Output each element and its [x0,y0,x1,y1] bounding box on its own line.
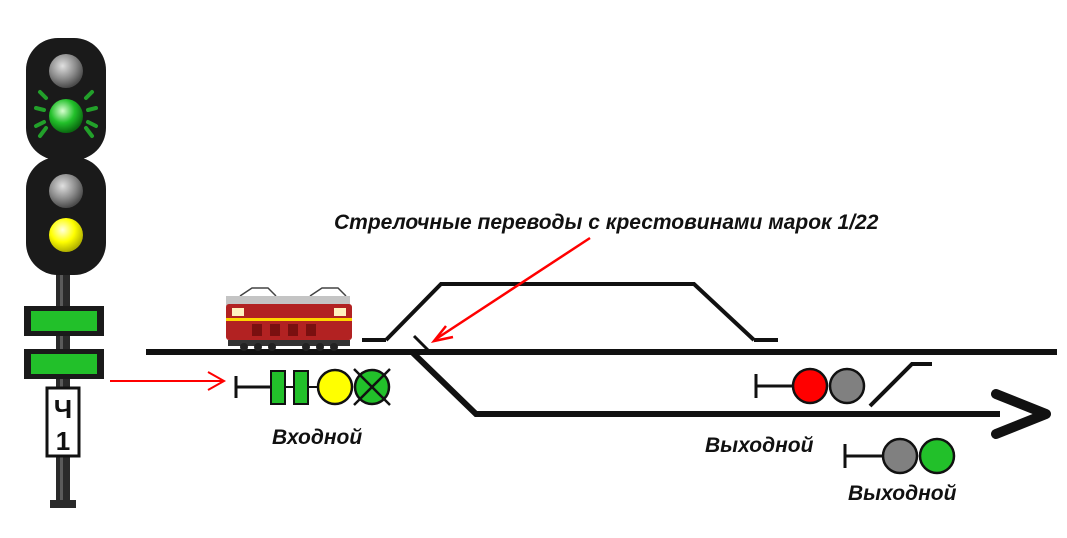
lower-signal-head [26,157,106,275]
tracks [146,282,1057,417]
mast-signal: Ч 1 [24,38,106,508]
pointer-arrow [110,371,227,391]
signal-plate [45,386,81,458]
annotation-arrow [430,236,591,343]
upper-lamp-green [49,99,83,133]
entry-green-bar-2 [293,370,309,405]
direction-arrow-icon [991,389,1051,439]
entry-green-bar-1 [270,370,286,405]
exit-signal-1 [754,367,866,405]
flashing-rays-icon [34,90,98,138]
signal-mast-base [50,500,76,508]
signal-plate-number: 1 [56,426,70,456]
exit2-lamp-off [881,437,919,475]
entry-lamp-yellow [316,368,354,406]
exit-signal-1-label: Выходной [705,434,814,457]
upper-siding-track [384,282,756,342]
exit-branch-track [868,362,932,408]
exit-signal-2 [843,437,956,475]
lower-lamp-off [49,174,83,208]
exit1-lamp-off [828,367,866,405]
exit-signal-2-label: Выходной [848,482,957,505]
flashing-cross-icon [353,368,391,406]
lower-lamp-yellow [49,218,83,252]
switch-stub [412,334,432,354]
entry-signal-label: Входной [272,426,362,449]
exit1-lamp-red [791,367,829,405]
upper-lamp-off [49,54,83,88]
exit2-lamp-green [918,437,956,475]
entry-signal [234,368,391,406]
locomotive [226,287,352,351]
signal-plate-letter: Ч [54,394,72,424]
diverging-track [409,349,1000,417]
switch-annotation: Стрелочные переводы с крестовинами марок… [334,211,879,234]
